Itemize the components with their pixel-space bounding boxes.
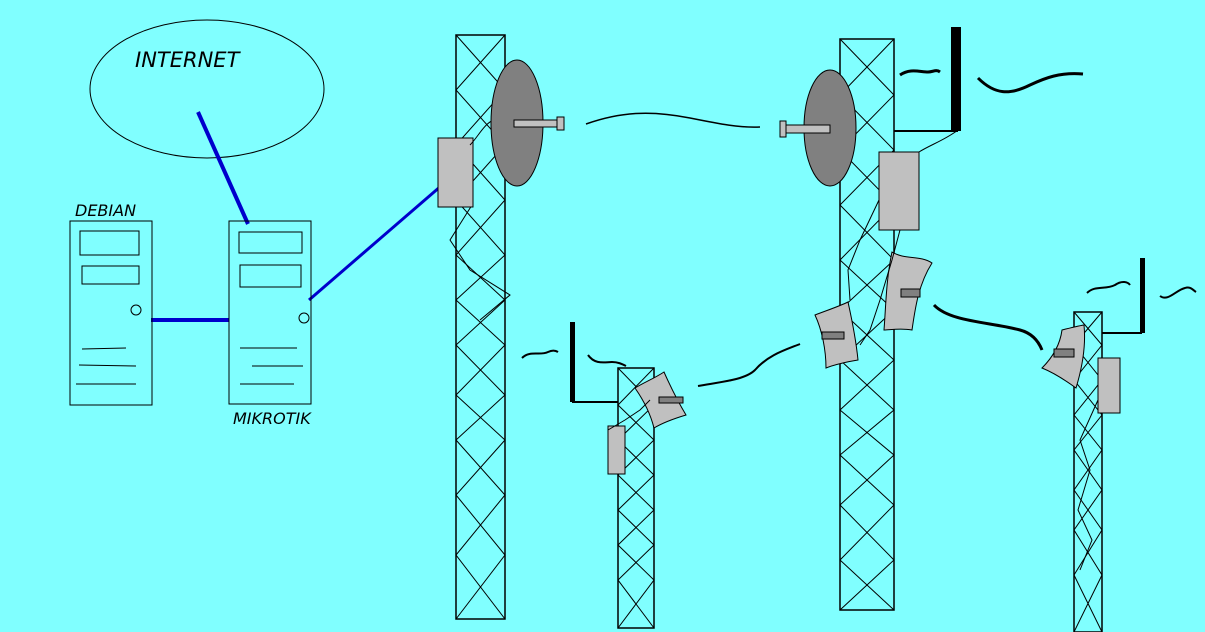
wireless-link-tower3-tower2 [697, 343, 801, 387]
tower-3-radio-box [607, 425, 626, 475]
debian-vent [81, 347, 127, 350]
tower-2-signal-wave [899, 69, 941, 77]
tower-4-sector-mount [1053, 348, 1075, 358]
tower-2-dish-feed-tip [779, 120, 787, 138]
tower-1-radio-box [437, 137, 474, 208]
tower-4-lattice [1073, 311, 1103, 632]
link-mikrotik-tower1 [308, 184, 442, 302]
tower-4 [1041, 258, 1197, 632]
mikrotik-server: MIKROTIK [228, 220, 312, 428]
tower-2-radio-cable [918, 129, 959, 153]
tower-1-mast [455, 34, 506, 620]
internet-cloud [89, 19, 325, 159]
tower-3-sector-mount [658, 396, 684, 404]
internet-label: INTERNET [135, 48, 242, 72]
debian-case [69, 220, 153, 406]
wired-links [151, 111, 442, 322]
mikrotik-drive-bay [238, 231, 303, 254]
tower-3-signal-wave [521, 349, 559, 359]
tower-3-mast [617, 367, 655, 629]
tower-4-cable [1077, 399, 1099, 571]
debian-label: DEBIAN [75, 201, 136, 220]
debian-drive-bay [81, 265, 140, 285]
tower-2-sector-mount [900, 288, 921, 298]
debian-drive-bay [79, 230, 140, 256]
tower-2-dish-feed [781, 124, 831, 134]
tower-3-signal-wave [587, 354, 627, 367]
tower-2 [779, 27, 1084, 611]
tower-1 [437, 34, 565, 620]
wireless-link-tower2-tower4 [932, 303, 1044, 351]
internet-node: INTERNET [89, 19, 325, 159]
tower-1-dish-feed [513, 119, 563, 128]
debian-server: DEBIAN [69, 201, 153, 406]
tower-2-signal-wave [976, 72, 1084, 94]
wireless-link-tower1-tower2 [585, 112, 761, 128]
tower-2-cable [859, 229, 901, 346]
tower-4-omni-antenna [1140, 258, 1145, 333]
mikrotik-case [228, 220, 312, 405]
debian-power-button [130, 304, 142, 316]
wireless-links [585, 112, 1044, 387]
mikrotik-label: MIKROTIK [233, 409, 312, 428]
tower-3-lattice [617, 367, 655, 629]
tower-2-cable [847, 199, 880, 301]
tower-2-omni-antenna [951, 27, 961, 131]
tower-2-sector-mount [821, 331, 845, 340]
tower-4-radio-box [1097, 357, 1121, 414]
debian-vent [78, 364, 137, 367]
tower-3-omni-antenna [570, 322, 575, 402]
link-internet-mikrotik [196, 111, 250, 225]
tower-4-signal-wave [1159, 286, 1197, 299]
mikrotik-power-button [298, 312, 310, 324]
tower-4-signal-wave [1086, 281, 1131, 294]
tower-2-radio-box [878, 151, 920, 231]
tower-3-cable [607, 399, 651, 431]
tower-4-mast [1073, 311, 1103, 632]
mikrotik-drive-bay [239, 264, 302, 288]
tower-3 [521, 322, 687, 629]
tower-1-dish-feed-tip [556, 116, 565, 131]
tower-1-cable [449, 204, 511, 321]
